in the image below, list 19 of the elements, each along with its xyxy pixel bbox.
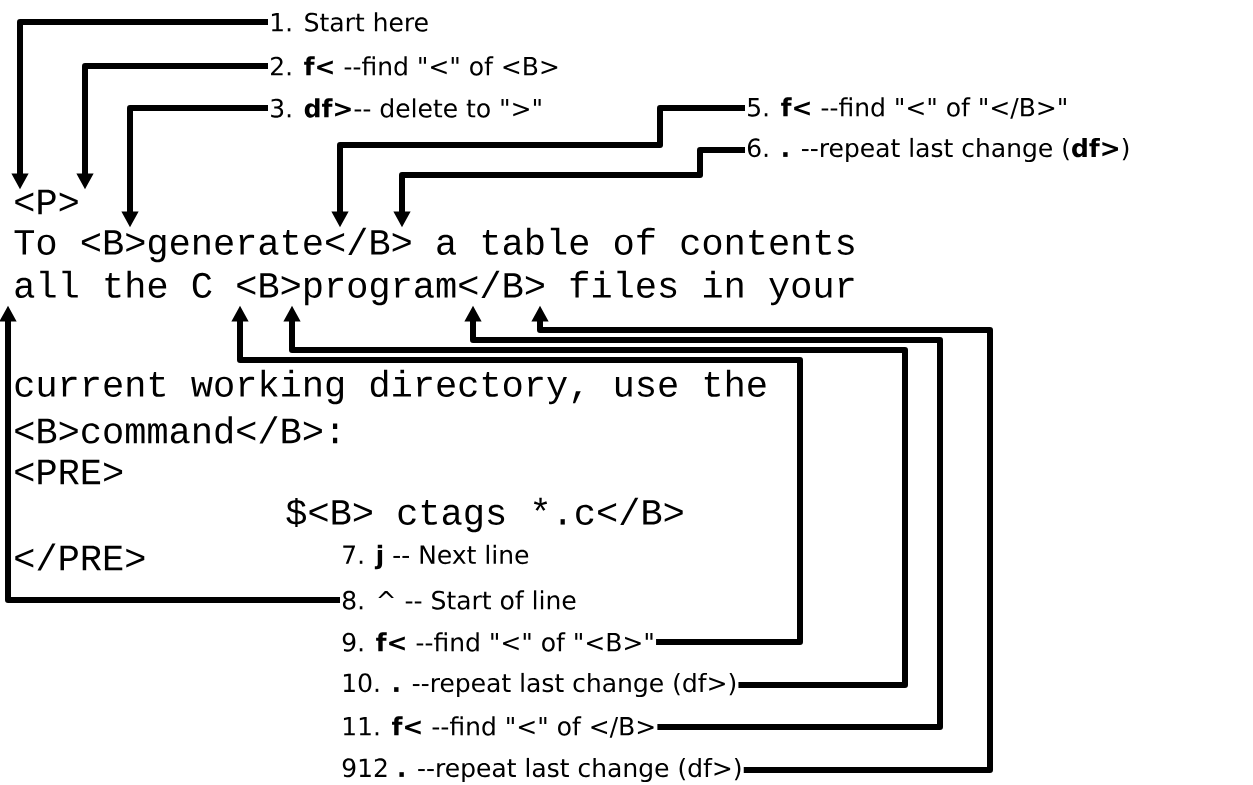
code-line: </PRE> [15,543,145,571]
step-label: 8. ^ -- Start of line [342,590,576,610]
step-label: 5. f< --find "<" of "</B>" [748,97,1066,119]
step-label: 7. j -- Next line [343,544,529,570]
code-line: current working directory, use the [15,369,766,405]
step-label: 1. Start here [271,12,428,32]
code-line: <PRE> [15,459,123,485]
code-line: To <B>generate</B> a table of contents [14,227,854,263]
step-label: 2. f< --find "<" of <B> [271,56,558,76]
step-label: 9. f< --find "<" of "<B>" [342,632,653,652]
step-label: 10. . --repeat last change (df>) [343,672,736,698]
code-line: <P> [15,189,78,215]
step-label: 912 . --repeat last change (df>) [342,757,741,783]
step-label: 6. . --repeat last change (df>) [747,137,1129,163]
code-line: $<B> ctags *.c</B> [286,497,683,533]
step-label: 3. df>-- delete to ">" [271,98,541,118]
code-line: <B>command</B>: [15,416,338,444]
step-label: 11. f< --find "<" of </B> [343,716,654,738]
code-line: all the C <B>program</B> files in your [15,270,854,306]
